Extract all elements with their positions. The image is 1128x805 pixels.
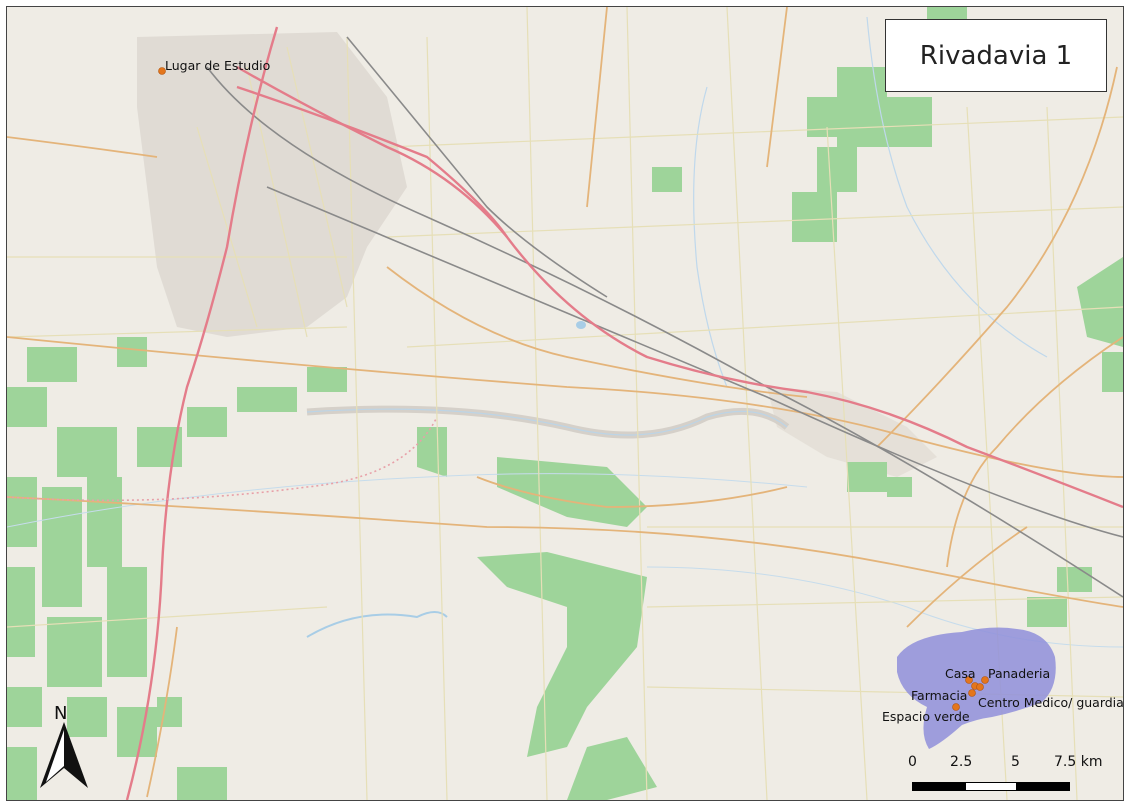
- water-stream-2: [693, 86, 728, 388]
- map-canvas[interactable]: [7, 7, 1123, 800]
- urban-area: [137, 32, 407, 337]
- scale-label-0: 0: [908, 754, 917, 770]
- water-stream: [306, 611, 448, 638]
- scale-bar-segment-3: [1017, 782, 1070, 791]
- poi-espacio-verde-marker[interactable]: [952, 703, 960, 711]
- poi-panaderia-marker[interactable]: [981, 676, 989, 684]
- water-stream-3: [866, 16, 1048, 358]
- poi-label-farmacia: Farmacia: [911, 688, 968, 703]
- green-fields-northeast: [652, 7, 1123, 627]
- scale-label-7-5-km: 7.5 km: [1054, 754, 1103, 770]
- poi-markers: [158, 67, 989, 711]
- poi-casa-marker[interactable]: [965, 676, 973, 684]
- scale-bar-segment-2: [965, 782, 1017, 791]
- railway: [206, 36, 1123, 598]
- map-frame: Lugar de Estudio Casa Panaderia Farmacia…: [6, 6, 1124, 801]
- green-fields-west: [7, 337, 347, 800]
- dotted-road: [7, 416, 438, 502]
- scale-bar-segment-1: [912, 782, 965, 791]
- water-pond: [576, 321, 586, 329]
- poi-label-espacio-verde: Espacio verde: [882, 709, 970, 724]
- river-line: [306, 408, 788, 436]
- poi-label-centro-medico: Centro Medico/ guardia: [978, 695, 1124, 710]
- water-stream-4: [7, 473, 808, 528]
- water-stream-5: [646, 566, 1123, 648]
- poi-label-lugar-de-estudio: Lugar de Estudio: [165, 58, 271, 73]
- north-arrow-icon: [40, 722, 88, 788]
- scale-label-2-5: 2.5: [950, 754, 973, 770]
- poi-farmacia-marker[interactable]: [976, 683, 984, 691]
- map-title: Rivadavia 1: [919, 40, 1073, 71]
- north-label: N: [54, 703, 68, 724]
- poi-lugar-de-estudio-marker[interactable]: [158, 67, 166, 75]
- poi-centro-medico-marker[interactable]: [968, 689, 976, 697]
- poi-label-panaderia: Panaderia: [988, 666, 1051, 681]
- primary-roads: [125, 26, 1123, 800]
- poi-label-casa: Casa: [945, 666, 976, 681]
- secondary-roads: [7, 7, 1123, 798]
- scale-label-5: 5: [1011, 754, 1020, 770]
- map-title-box: Rivadavia 1: [885, 19, 1107, 92]
